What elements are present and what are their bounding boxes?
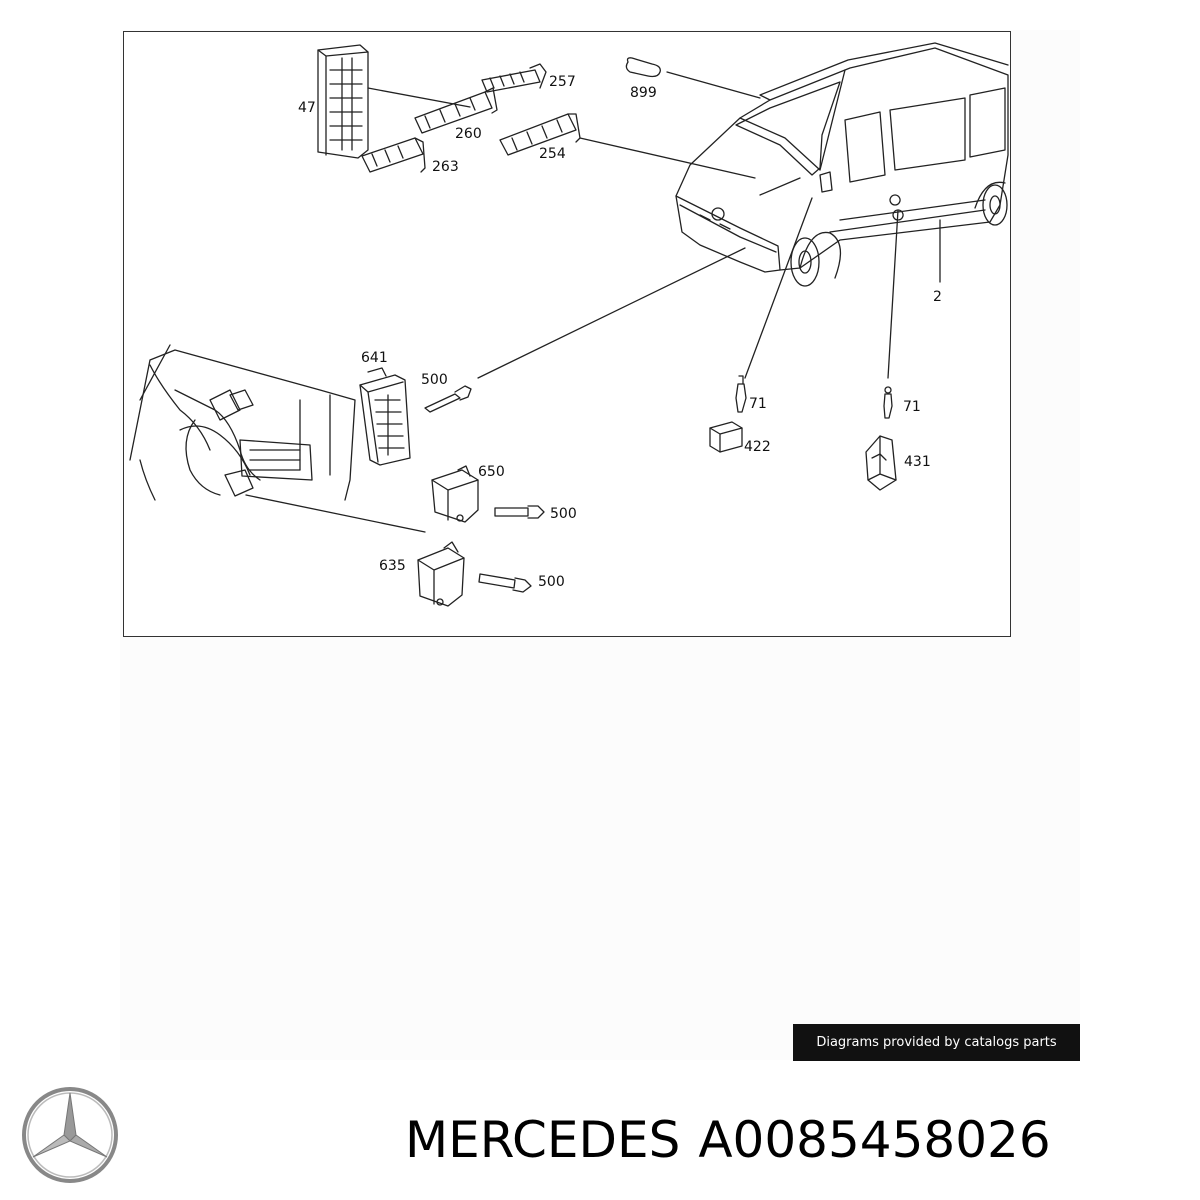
callout-71-a: 71 — [749, 396, 767, 412]
callout-254: 254 — [539, 146, 566, 162]
housing-431 — [865, 435, 897, 491]
connector-650 — [431, 465, 479, 523]
mercedes-star-icon — [22, 1087, 118, 1183]
callout-263: 263 — [432, 159, 459, 175]
terminal-71-a — [735, 375, 747, 413]
part-number: A0085458026 — [698, 1111, 1051, 1169]
callout-500-c: 500 — [538, 574, 565, 590]
callout-260: 260 — [455, 126, 482, 142]
terminal-strip-254 — [499, 113, 581, 156]
callout-labels: 47 257 260 263 254 899 2 641 500 650 500… — [298, 74, 942, 590]
relay-422 — [709, 421, 743, 453]
terminal-strip-263 — [361, 137, 426, 173]
callout-71-b: 71 — [903, 399, 921, 415]
connector-635 — [417, 541, 465, 607]
leader-lines — [245, 71, 941, 533]
fuse-box-47 — [317, 44, 369, 159]
terminal-71-b — [883, 386, 893, 419]
callout-650: 650 — [478, 464, 505, 480]
dashboard-interior — [129, 344, 356, 501]
callout-500-b: 500 — [550, 506, 577, 522]
callout-500-a: 500 — [421, 372, 448, 388]
callout-422: 422 — [744, 439, 771, 455]
terminal-500-c — [478, 573, 532, 593]
callout-899: 899 — [630, 85, 657, 101]
callout-47: 47 — [298, 100, 316, 116]
callout-635: 635 — [379, 558, 406, 574]
callout-431: 431 — [904, 454, 931, 470]
terminal-500-b — [494, 505, 545, 519]
brand-name: MERCEDES — [405, 1111, 681, 1169]
terminal-strip-260 — [414, 87, 498, 134]
van-illustration — [675, 42, 1009, 287]
callout-2: 2 — [933, 289, 942, 305]
terminal-strip-257 — [481, 63, 547, 93]
part-title: MERCEDES A0085458026 — [405, 1108, 1069, 1172]
diagram-credit-badge: Diagrams provided by catalogs parts — [793, 1024, 1080, 1061]
grommet-899 — [625, 57, 661, 78]
callout-257: 257 — [549, 74, 576, 90]
terminal-500-a — [424, 385, 472, 413]
connector-641 — [359, 367, 411, 466]
callout-641: 641 — [361, 350, 388, 366]
